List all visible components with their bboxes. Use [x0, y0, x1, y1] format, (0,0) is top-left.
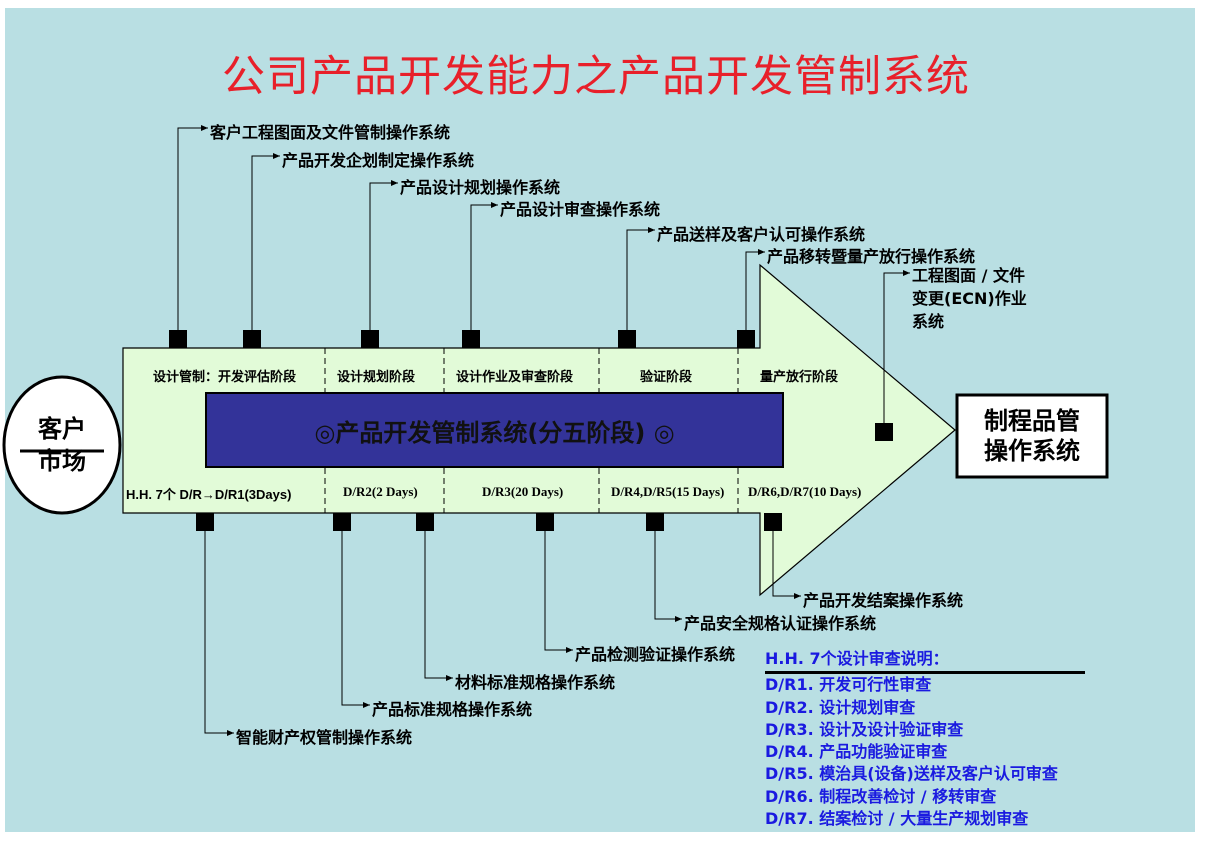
review-label: D/R3(20 Days) — [482, 484, 564, 499]
legend-heading: H.H. 7个设计审查说明： — [765, 648, 1085, 675]
connector-line — [626, 227, 655, 348]
review-label: H.H. 7个 D/R→D/R1(3Days) — [126, 487, 292, 502]
connector-square — [875, 423, 893, 441]
legend-item: D/R4. 产品功能验证审查 — [765, 742, 948, 762]
connector-line — [251, 153, 280, 348]
top-system-label: 产品移转暨量产放行操作系统 — [767, 247, 976, 266]
legend-item: D/R3. 设计及设计验证审查 — [765, 719, 964, 739]
bottom-system-label: 产品标准规格操作系统 — [372, 700, 533, 719]
ecn-line: 工程图面 / 文件 — [912, 266, 1025, 285]
bottom-system-label: 产品安全规格认证操作系统 — [684, 614, 877, 633]
review-label: D/R2(2 Days) — [343, 484, 418, 499]
connector-line — [369, 180, 398, 348]
connector-line — [654, 513, 682, 622]
ecn-line: 变更(ECN)作业 — [912, 289, 1027, 308]
connector-square — [764, 513, 782, 531]
process-box — [955, 393, 1109, 479]
connector-line — [470, 202, 498, 348]
connector-square — [462, 330, 480, 348]
legend-item: D/R2. 设计规划审查 — [765, 697, 916, 717]
connector-square — [169, 330, 187, 348]
connector-square — [737, 330, 755, 348]
customer-market-label: 客户 市场 — [4, 377, 120, 513]
phase-label: 设计管制：开发评估阶段 — [153, 370, 297, 385]
bottom-system-label: 智能财产权管制操作系统 — [236, 728, 413, 747]
top-system-label: 产品设计规划操作系统 — [400, 178, 561, 197]
bottom-system-label: 产品检测验证操作系统 — [575, 645, 736, 664]
bottom-system-label: 产品开发结案操作系统 — [803, 591, 964, 610]
connector-square — [618, 330, 636, 348]
connector-square — [361, 330, 379, 348]
connector-line — [177, 125, 208, 348]
connector-square — [243, 330, 261, 348]
center-label: ◎产品开发管制系统(分五阶段) ◎ — [314, 418, 675, 447]
process-qc-label: 制程品管 操作系统 — [957, 395, 1107, 477]
connector-square — [196, 513, 214, 531]
top-system-label: 产品送样及客户认可操作系统 — [657, 225, 866, 244]
top-system-label: 产品设计审查操作系统 — [500, 200, 661, 219]
phase-label: 设计作业及审查阶段 — [456, 370, 574, 385]
legend-item: D/R6. 制程改善检讨 / 移转审查 — [765, 786, 997, 806]
review-label: D/R4,D/R5(15 Days) — [611, 484, 725, 499]
ecn-system-label: 工程图面 / 文件 变更(ECN)作业 系统 — [912, 264, 1027, 333]
review-legend: H.H. 7个设计审查说明： D/R1. 开发可行性审查 D/R2. 设计规划审… — [765, 648, 1085, 830]
process-line-1: 制程品管 — [984, 407, 1080, 435]
ecn-line: 系统 — [912, 312, 945, 331]
market-label: 市场 — [38, 447, 86, 475]
top-system-label: 客户工程图面及文件管制操作系统 — [210, 123, 451, 142]
connector-line — [341, 513, 370, 708]
phase-label: 设计规划阶段 — [337, 370, 416, 385]
connector-line — [204, 513, 234, 736]
connector-line — [772, 513, 801, 599]
top-system-label: 产品开发企划制定操作系统 — [282, 151, 475, 170]
connector-square — [333, 513, 351, 531]
page-title: 公司产品开发能力之产品开发管制系统 — [222, 52, 970, 102]
connector-line — [883, 270, 910, 441]
customer-label: 客户 — [38, 415, 86, 443]
legend-item: D/R7. 结案检讨 / 大量生产规划审查 — [765, 809, 1029, 829]
customer-circle — [2, 375, 122, 515]
bottom-system-label: 材料标准规格操作系统 — [455, 673, 616, 692]
connector-square — [646, 513, 664, 531]
center-box — [205, 392, 784, 468]
phase-label: 验证阶段 — [640, 370, 693, 385]
connector-square — [416, 513, 434, 531]
connector-square — [536, 513, 554, 531]
connector-line — [424, 513, 453, 681]
legend-item: D/R5. 模治具(设备)送样及客户认可审查 — [765, 764, 1058, 784]
legend-item: D/R1. 开发可行性审查 — [765, 675, 932, 695]
connector-line — [544, 513, 573, 653]
connector-line — [745, 249, 765, 348]
phase-label: 量产放行阶段 — [760, 370, 839, 385]
review-label: D/R6,D/R7(10 Days) — [748, 484, 862, 499]
process-line-2: 操作系统 — [984, 437, 1080, 465]
